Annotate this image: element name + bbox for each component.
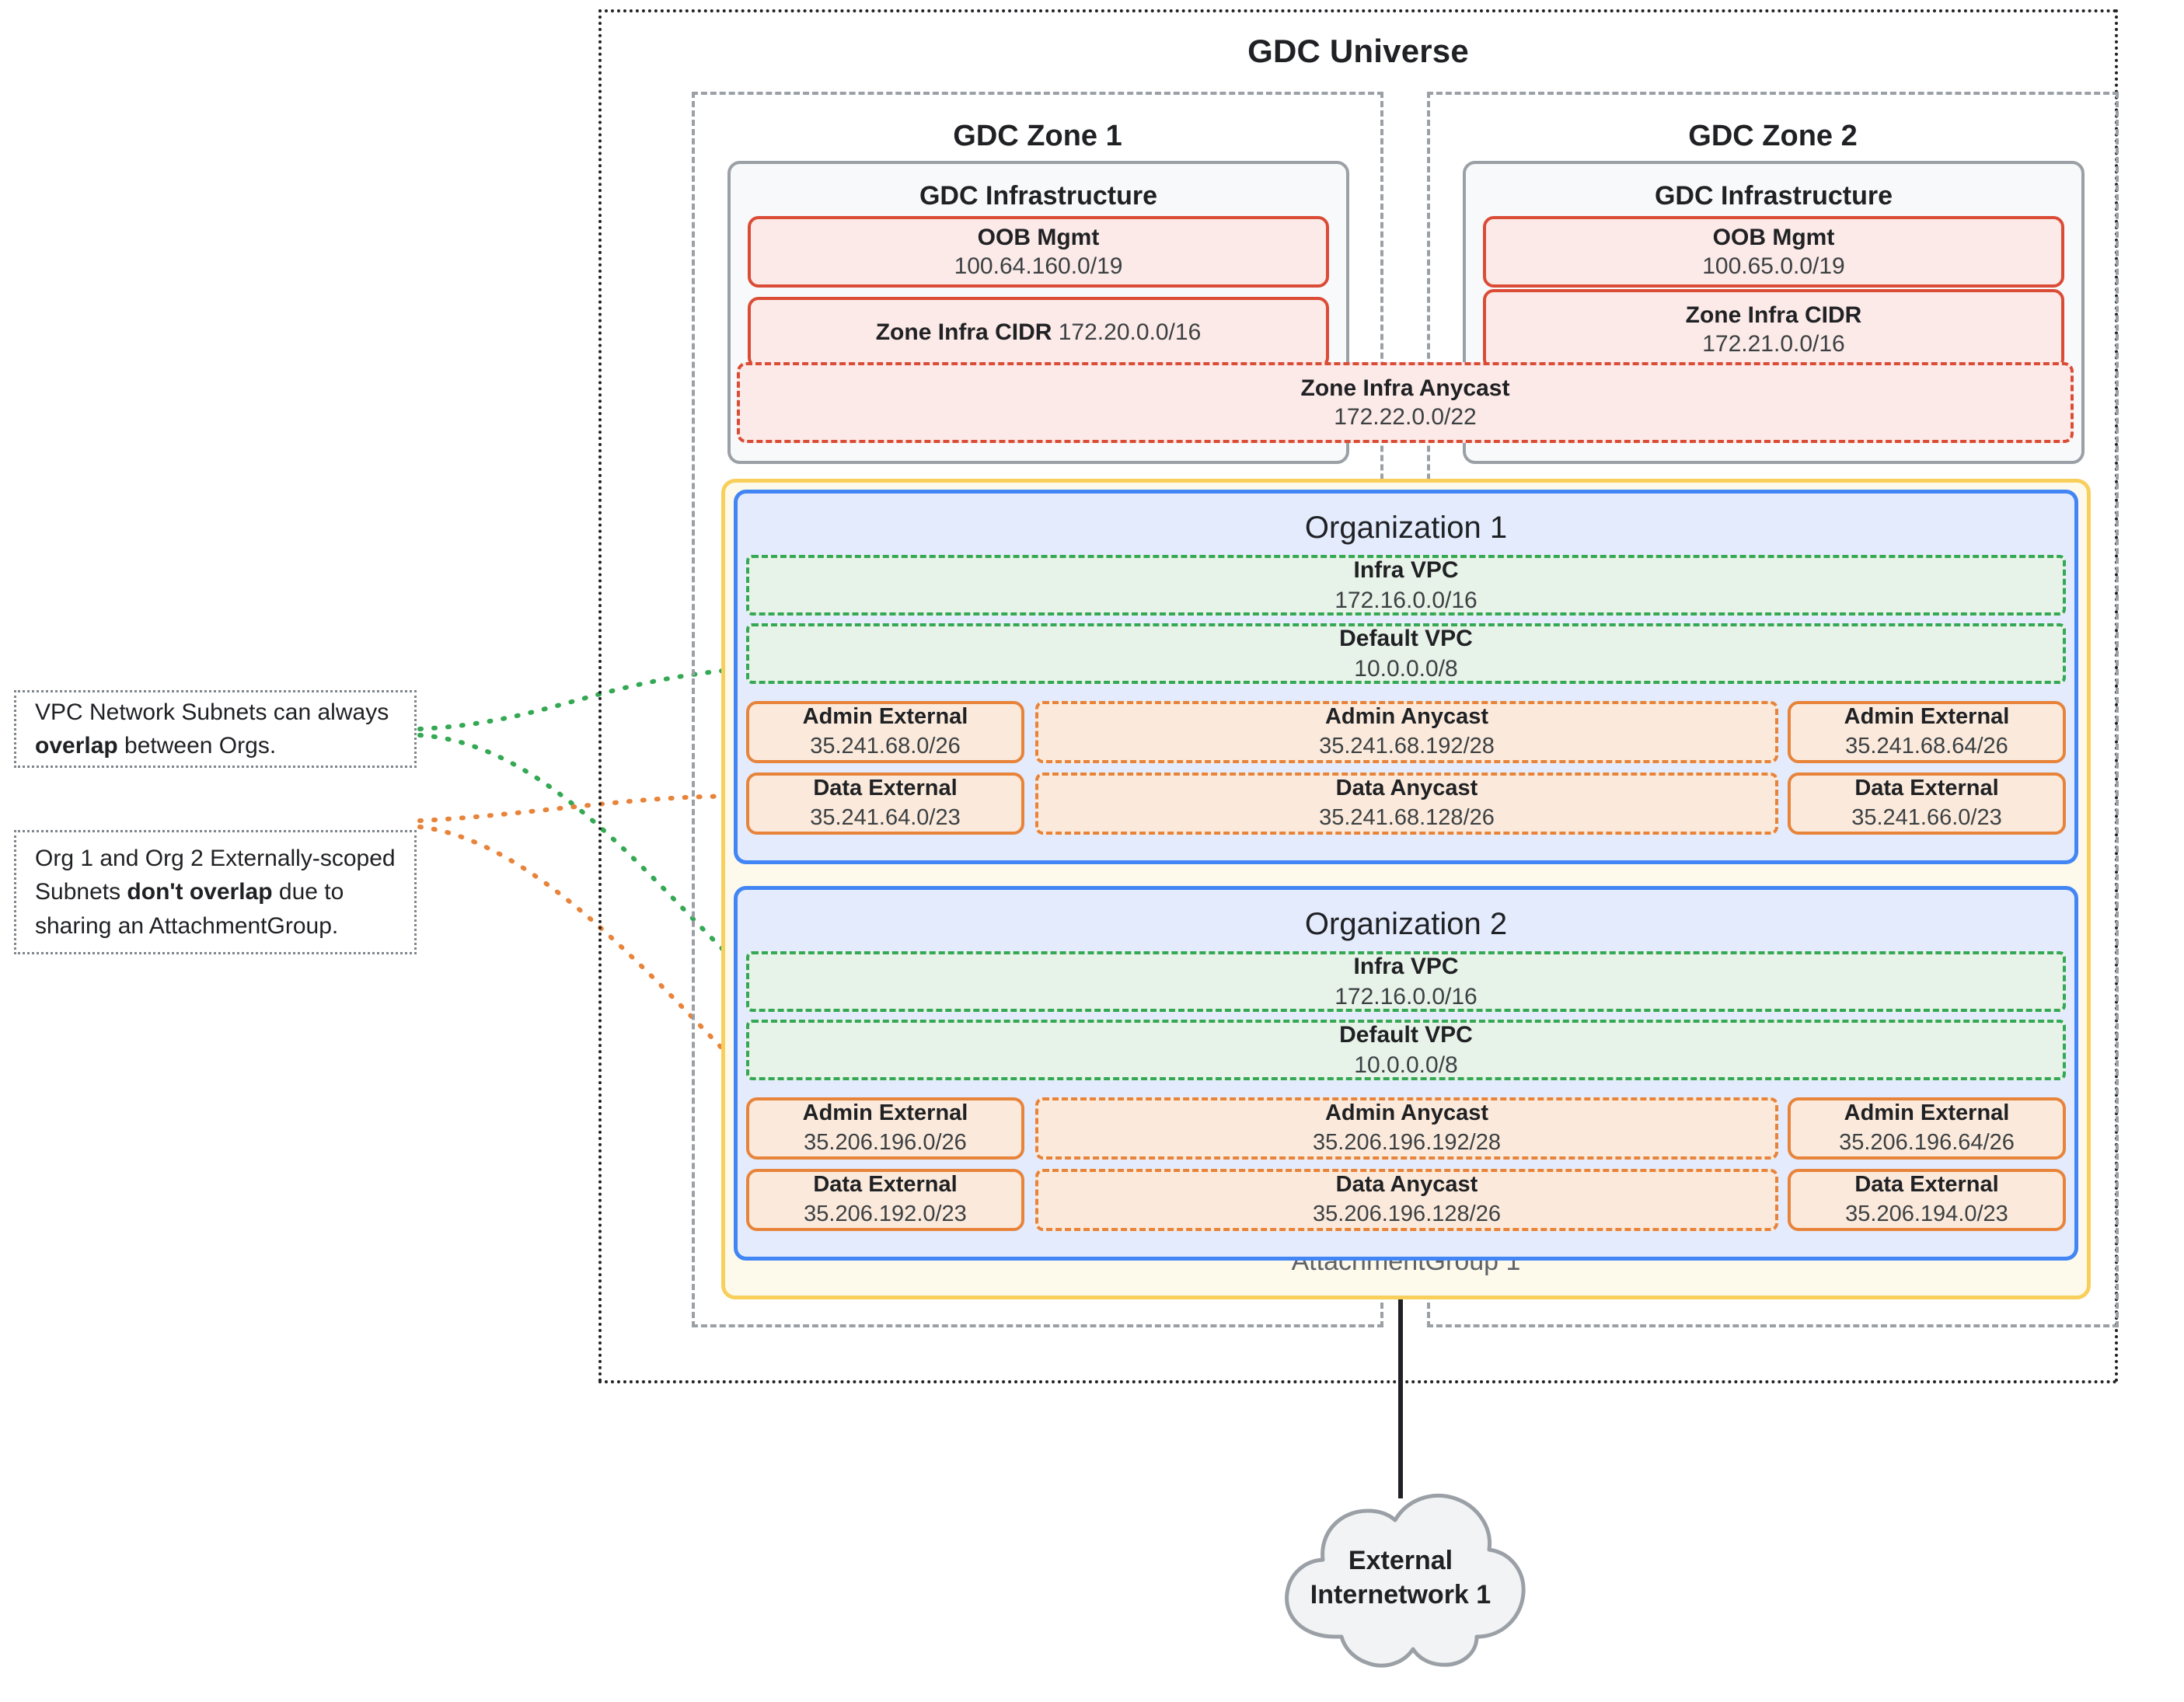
- admin-external-right-box-org-2[interactable]: Admin External 35.206.196.64/26: [1788, 1097, 2066, 1160]
- zone-infra-cidr-value-zone-1: 172.20.0.0/16: [1058, 319, 1202, 346]
- data-external-right-box-org-2[interactable]: Data External 35.206.194.0/23: [1788, 1169, 2066, 1231]
- default-vpc-label-org-1: Default VPC: [1339, 626, 1473, 651]
- note-vpc-overlap: VPC Network Subnets can always overlap b…: [14, 690, 417, 768]
- infra-vpc-box-org-1[interactable]: Infra VPC 172.16.0.0/16: [746, 555, 2066, 616]
- gdc-universe-title: GDC Universe: [1247, 33, 1469, 69]
- data-external-left-label-org-2: Data External: [813, 1172, 958, 1198]
- zone-infra-cidr-box-zone-2[interactable]: Zone Infra CIDR 172.21.0.0/16: [1483, 289, 2064, 370]
- zone-infra-anycast-cidr: 172.22.0.0/22: [1334, 404, 1477, 430]
- default-vpc-cidr-org-2: 10.0.0.0/8: [1354, 1052, 1458, 1078]
- gdc-zone-1-title: GDC Zone 1: [953, 120, 1122, 152]
- note-external-scope-text-1: Org 1 and Org 2 Externally-scoped Subnet…: [35, 845, 396, 905]
- gdc-infrastructure-title-zone-1: GDC Infrastructure: [919, 181, 1158, 211]
- data-anycast-label-org-1: Data Anycast: [1335, 776, 1478, 801]
- admin-anycast-label-org-1: Admin Anycast: [1324, 704, 1489, 730]
- admin-external-right-label-org-2: Admin External: [1844, 1100, 2010, 1126]
- default-vpc-cidr-org-1: 10.0.0.0/8: [1354, 656, 1458, 682]
- data-anycast-box-org-1[interactable]: Data Anycast 35.241.68.128/26: [1035, 773, 1778, 835]
- infra-vpc-cidr-org-1: 172.16.0.0/16: [1334, 588, 1478, 613]
- oob-mgmt-label-zone-2: OOB Mgmt: [1712, 224, 1835, 250]
- infra-vpc-label-org-2: Infra VPC: [1353, 954, 1459, 979]
- oob-mgmt-box-zone-1[interactable]: OOB Mgmt 100.64.160.0/19: [748, 216, 1329, 288]
- data-anycast-cidr-org-1: 35.241.68.128/26: [1319, 805, 1495, 830]
- oob-mgmt-cidr-zone-2: 100.65.0.0/19: [1702, 253, 1845, 279]
- admin-external-left-label-org-1: Admin External: [802, 704, 968, 730]
- note-external-scope: Org 1 and Org 2 Externally-scoped Subnet…: [14, 830, 417, 954]
- data-external-right-cidr-org-2: 35.206.194.0/23: [1845, 1202, 2008, 1226]
- infra-vpc-cidr-org-2: 172.16.0.0/16: [1334, 984, 1478, 1010]
- zone-infra-cidr-label-zone-1: Zone Infra CIDR: [875, 319, 1052, 346]
- admin-external-left-box-org-2[interactable]: Admin External 35.206.196.0/26: [746, 1097, 1024, 1160]
- data-external-left-box-org-1[interactable]: Data External 35.241.64.0/23: [746, 773, 1024, 835]
- external-internetwork-node[interactable]: External Internetwork 1: [1261, 1477, 1540, 1679]
- default-vpc-box-org-2[interactable]: Default VPC 10.0.0.0/8: [746, 1020, 2066, 1080]
- admin-anycast-box-org-2[interactable]: Admin Anycast 35.206.196.192/28: [1035, 1097, 1778, 1160]
- data-external-left-cidr-org-1: 35.241.64.0/23: [810, 805, 961, 830]
- gdc-infrastructure-title-zone-2: GDC Infrastructure: [1654, 181, 1893, 211]
- data-external-right-box-org-1[interactable]: Data External 35.241.66.0/23: [1788, 773, 2066, 835]
- zone-infra-cidr-value-zone-2: 172.21.0.0/16: [1702, 331, 1845, 357]
- cloud-icon: [1285, 1494, 1526, 1668]
- admin-anycast-label-org-2: Admin Anycast: [1324, 1100, 1489, 1126]
- zone-infra-anycast-label: Zone Infra Anycast: [1300, 375, 1510, 401]
- admin-external-right-box-org-1[interactable]: Admin External 35.241.68.64/26: [1788, 701, 2066, 763]
- data-external-left-label-org-1: Data External: [813, 776, 958, 801]
- oob-mgmt-box-zone-2[interactable]: OOB Mgmt 100.65.0.0/19: [1483, 216, 2064, 288]
- infra-vpc-label-org-1: Infra VPC: [1353, 557, 1459, 583]
- admin-anycast-cidr-org-2: 35.206.196.192/28: [1313, 1130, 1501, 1155]
- admin-external-left-label-org-2: Admin External: [802, 1100, 968, 1126]
- organization-2-title: Organization 2: [1304, 907, 1508, 941]
- external-internetwork-line-1: External: [1348, 1546, 1453, 1575]
- data-external-right-label-org-2: Data External: [1854, 1172, 1999, 1198]
- note-vpc-overlap-bold: overlap: [35, 733, 118, 759]
- note-vpc-overlap-text-2: between Orgs.: [117, 733, 277, 759]
- default-vpc-label-org-2: Default VPC: [1339, 1022, 1473, 1048]
- data-external-right-cidr-org-1: 35.241.66.0/23: [1851, 805, 2002, 830]
- oob-mgmt-cidr-zone-1: 100.64.160.0/19: [954, 253, 1123, 279]
- admin-external-left-box-org-1[interactable]: Admin External 35.241.68.0/26: [746, 701, 1024, 763]
- admin-external-right-cidr-org-1: 35.241.68.64/26: [1845, 734, 2008, 759]
- external-internetwork-label: External Internetwork 1: [1261, 1543, 1540, 1612]
- note-vpc-overlap-text-1: VPC Network Subnets can always: [35, 699, 389, 725]
- admin-anycast-box-org-1[interactable]: Admin Anycast 35.241.68.192/28: [1035, 701, 1778, 763]
- data-anycast-cidr-org-2: 35.206.196.128/26: [1313, 1202, 1501, 1226]
- admin-external-left-cidr-org-1: 35.241.68.0/26: [810, 734, 961, 759]
- data-external-left-cidr-org-2: 35.206.192.0/23: [804, 1202, 967, 1226]
- note-external-scope-bold: don't overlap: [127, 879, 273, 905]
- data-anycast-label-org-2: Data Anycast: [1335, 1172, 1478, 1198]
- gdc-zone-2-title: GDC Zone 2: [1688, 120, 1858, 152]
- admin-external-right-label-org-1: Admin External: [1844, 704, 2010, 730]
- admin-external-left-cidr-org-2: 35.206.196.0/26: [804, 1130, 967, 1155]
- zone-infra-cidr-inline-zone-1: Zone Infra CIDR 172.20.0.0/16: [876, 318, 1202, 347]
- infra-vpc-box-org-2[interactable]: Infra VPC 172.16.0.0/16: [746, 951, 2066, 1012]
- oob-mgmt-label-zone-1: OOB Mgmt: [977, 224, 1100, 250]
- zone-infra-cidr-label-zone-2: Zone Infra CIDR: [1685, 302, 1862, 328]
- data-external-left-box-org-2[interactable]: Data External 35.206.192.0/23: [746, 1169, 1024, 1231]
- external-internetwork-line-2: Internetwork 1: [1310, 1580, 1491, 1610]
- admin-external-right-cidr-org-2: 35.206.196.64/26: [1839, 1130, 2015, 1155]
- organization-1-title: Organization 1: [1304, 511, 1508, 545]
- data-anycast-box-org-2[interactable]: Data Anycast 35.206.196.128/26: [1035, 1169, 1778, 1231]
- zone-infra-cidr-box-zone-1[interactable]: Zone Infra CIDR 172.20.0.0/16: [748, 297, 1329, 368]
- data-external-right-label-org-1: Data External: [1854, 776, 1999, 801]
- default-vpc-box-org-1[interactable]: Default VPC 10.0.0.0/8: [746, 623, 2066, 684]
- zone-infra-anycast-box[interactable]: Zone Infra Anycast 172.22.0.0/22: [737, 362, 2074, 443]
- admin-anycast-cidr-org-1: 35.241.68.192/28: [1319, 734, 1495, 759]
- note-external-scope-text-2: due to sharing an AttachmentGroup.: [35, 879, 344, 939]
